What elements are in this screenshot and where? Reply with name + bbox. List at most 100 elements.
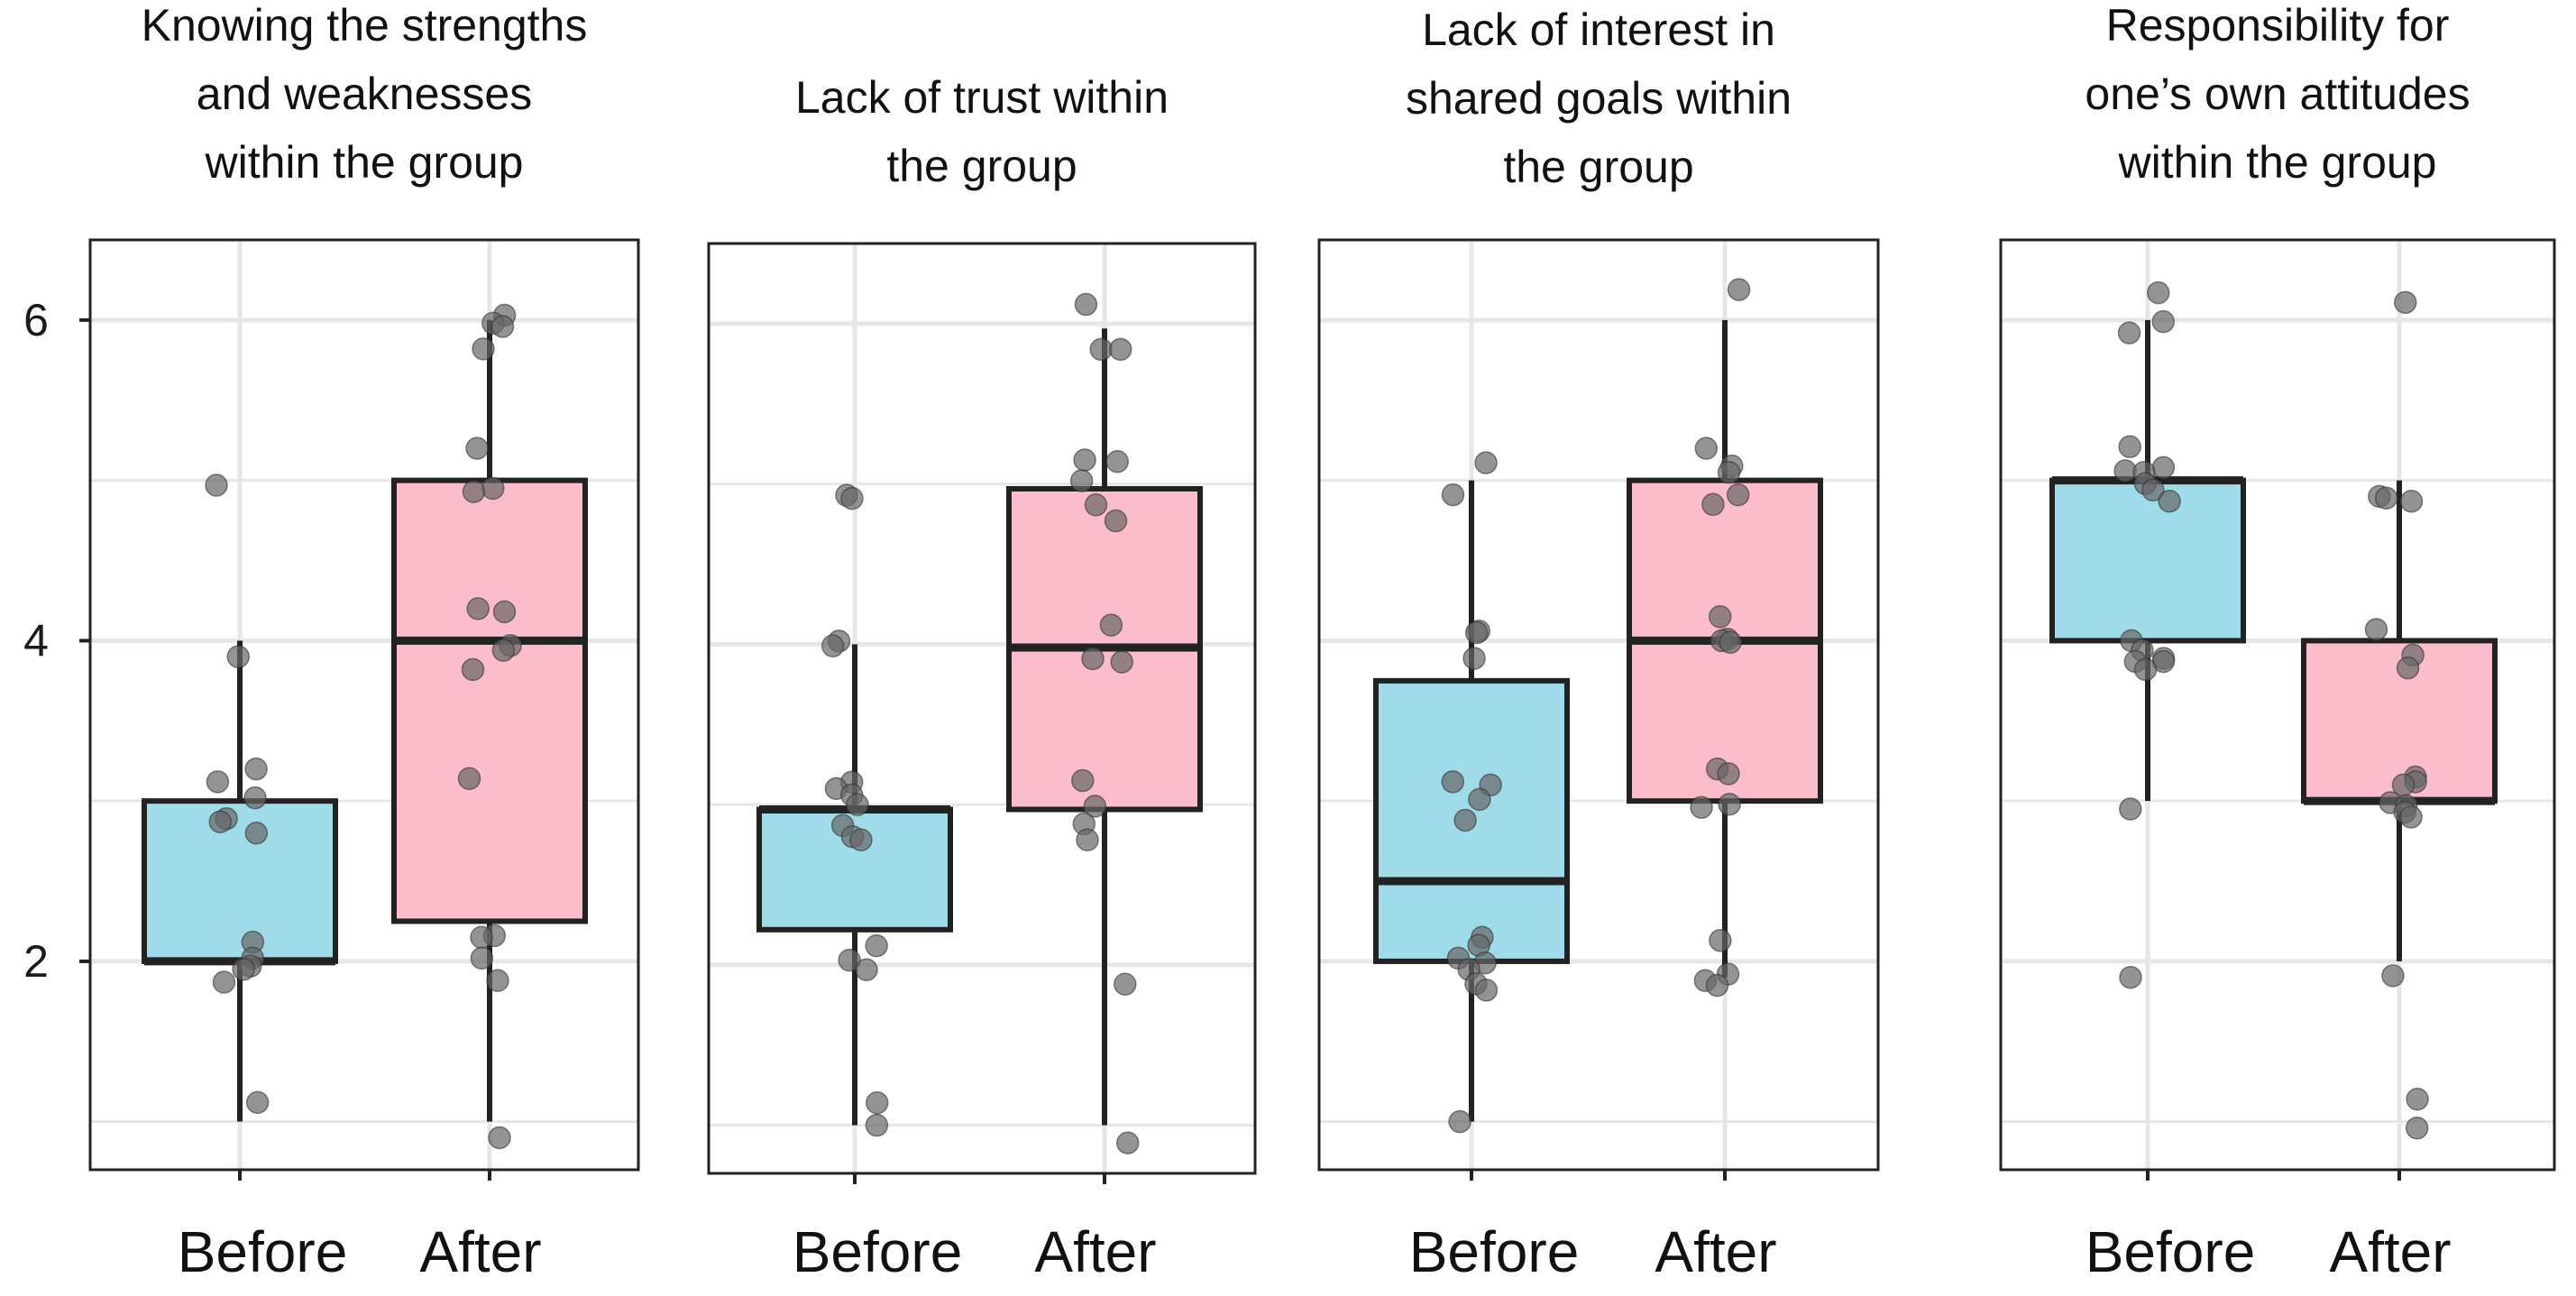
data-point [472,337,495,361]
data-point [2119,965,2142,989]
iqr-box [391,477,588,924]
panel-title-line: Knowing the strengths [142,0,588,51]
data-point [2393,290,2417,315]
data-point [1726,483,1750,507]
data-point [1719,630,1742,654]
panel-title-line: Lack of interest in [1422,5,1775,55]
panel-title-line: within the group [2117,137,2436,188]
data-point [2158,489,2181,513]
data-point [1701,492,1725,517]
panel-title-line: shared goals within [1406,73,1792,124]
data-point [226,645,250,668]
x-tick-label: After [2329,1219,2451,1284]
data-point [820,634,845,657]
data-point [1464,620,1489,645]
data-point [1083,795,1107,818]
data-point [1441,483,1465,507]
data-point [2406,1088,2429,1111]
panel-frame [1317,238,1880,1172]
data-point [1104,509,1128,533]
data-point [2399,489,2424,513]
panel-title-line: Lack of trust within [795,72,1169,123]
data-point [1084,492,1108,517]
data-point [865,1113,889,1137]
data-point [1717,461,1741,484]
data-point [488,1126,511,1150]
data-point [1109,337,1132,362]
panel-frame [1999,238,2556,1172]
data-point [1089,337,1113,362]
data-point [840,486,864,510]
data-point [849,828,873,852]
points-after [2364,290,2429,1140]
data-point [1441,770,1465,794]
data-point [2364,618,2388,641]
data-point [1474,979,1499,1002]
data-point [1448,1109,1471,1134]
panel-title: Knowing the strengths and weaknesses withi… [142,0,588,188]
box-after [1006,328,1203,1126]
panel-title-line: within the group [204,137,523,188]
panel-title-line: one’s own attitudes [2085,69,2470,119]
panel-frame [707,242,1257,1175]
panel-1: Knowing the strengths and weaknesses withi… [23,0,640,1284]
data-point [2405,1117,2429,1140]
points-after [1690,278,1751,997]
data-point [2396,656,2420,680]
data-point [1705,973,1729,997]
data-point [2374,486,2398,510]
points-after [457,303,522,1150]
data-point [486,969,509,992]
data-point [465,437,489,460]
x-tick-label: After [1655,1219,1776,1284]
data-point [2381,964,2405,988]
data-point [1453,808,1477,832]
data-point [481,476,505,501]
y-tick-label: 6 [23,295,49,345]
data-point [1071,768,1095,793]
data-point [244,821,269,845]
data-point [1076,828,1099,852]
data-point [206,770,230,794]
data-point [1110,650,1134,674]
data-point [491,639,516,662]
data-point [1462,647,1486,670]
panel-frame [88,238,640,1172]
x-tick-label: After [419,1219,541,1284]
data-point [846,793,869,816]
data-point [492,600,517,624]
data-point [1099,613,1123,637]
data-point [855,958,878,981]
data-point [462,480,486,503]
data-point [490,315,515,338]
points-before [205,473,270,1115]
x-tick-label: Before [2086,1219,2256,1284]
iqr-box [142,798,338,964]
data-point [865,933,888,958]
points-after [1069,292,1140,1154]
data-point [2151,309,2176,334]
data-point [1717,762,1740,786]
points-before [820,483,889,1137]
data-point [2119,797,2142,821]
data-point [1081,647,1105,671]
data-point [2118,435,2141,459]
panel-title-line: and weaknesses [197,69,532,119]
data-point [2151,455,2176,480]
data-point [1069,469,1094,492]
data-point [243,786,267,810]
iqr-box [1373,677,1570,964]
y-tick-label: 4 [23,615,49,666]
data-point [232,958,255,981]
data-point [1474,451,1498,474]
y-tick-label: 2 [23,936,49,987]
data-point [866,1091,889,1115]
data-point [1718,792,1741,816]
data-point [1709,929,1732,952]
x-tick-label: Before [1409,1219,1580,1284]
data-point [1727,278,1751,301]
